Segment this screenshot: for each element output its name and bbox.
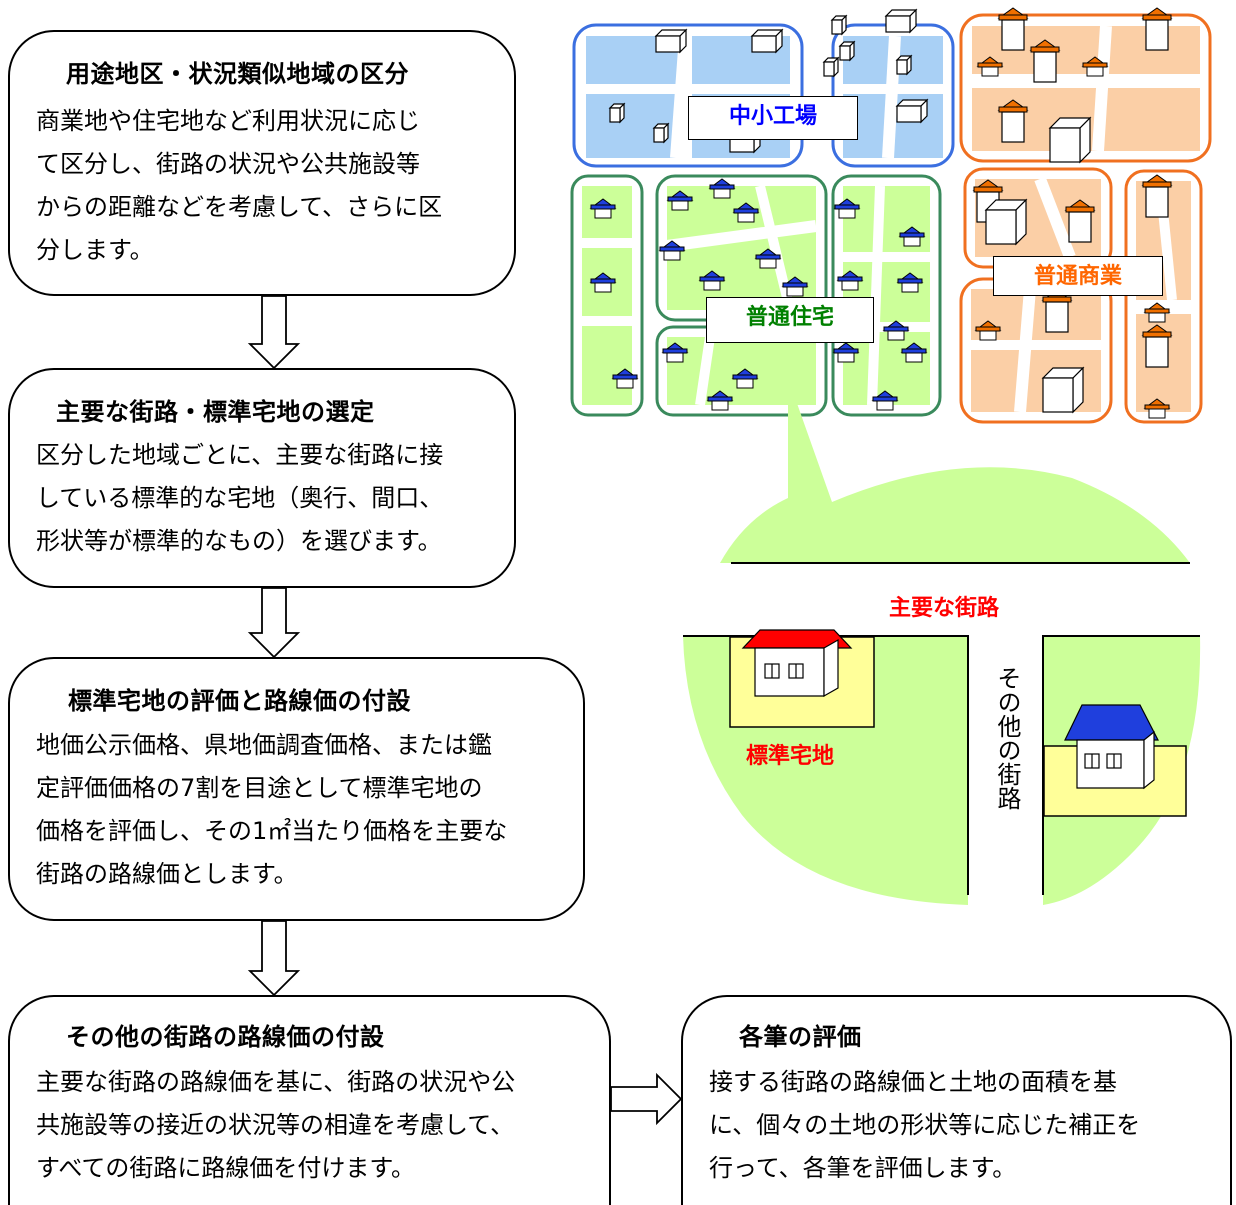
zone-label-industrial: 中小工場 <box>688 96 858 140</box>
other-street-label: その他の街路 <box>993 666 1021 810</box>
step-3-text: 地価公示価格、県地価調査価格、または鑑 定評価価格の7割を目途として標準宅地の … <box>36 731 508 888</box>
standard-lot-house <box>741 629 853 698</box>
step-5-text: 接する街路の路線価と土地の面積を基 に、個々の土地の形状等に応じた補正を 行って… <box>709 1068 1141 1182</box>
step-5-title: 各筆の評価 <box>739 1023 862 1051</box>
step-box-5: 各筆の評価 接する街路の路線価と土地の面積を基 に、個々の土地の形状等に応じた補… <box>681 995 1232 1205</box>
down-arrow-3 <box>247 920 301 997</box>
residential-zone <box>570 174 942 417</box>
zone-label-commercial: 普通商業 <box>993 256 1163 296</box>
step-box-4: その他の街路の路線価の付設 主要な街路の路線価を基に、街路の状況や公 共施設等の… <box>8 995 611 1205</box>
step-4-title: その他の街路の路線価の付設 <box>66 1023 385 1051</box>
commercial-zone <box>959 7 1212 424</box>
step-3-title: 標準宅地の評価と路線価の付設 <box>68 687 411 715</box>
callout-pointer <box>720 378 1190 563</box>
step-box-2: 主要な街路・標準宅地の選定 区分した地域ごとに、主要な街路に接 している標準的な… <box>8 368 516 588</box>
step-box-1: 用途地区・状況類似地域の区分 商業地や住宅地など利用状況に応じ て区分し、街路の… <box>8 30 516 296</box>
step-2-text: 区分した地域ごとに、主要な街路に接 している標準的な宅地（奥行、間口、 形状等が… <box>36 441 444 555</box>
other-lot-house <box>1064 704 1159 790</box>
right-arrow <box>610 1072 683 1126</box>
down-arrow-1 <box>247 295 301 370</box>
standard-lot-label: 標準宅地 <box>746 744 835 769</box>
step-1-title: 用途地区・状況類似地域の区分 <box>66 60 409 88</box>
step-2-title: 主要な街路・標準宅地の選定 <box>56 398 375 426</box>
step-1-text: 商業地や住宅地など利用状況に応じ て区分し、街路の状況や公共施設等 からの距離な… <box>36 107 443 264</box>
main-street-label: 主要な街路 <box>889 596 1000 621</box>
zone-label-residential: 普通住宅 <box>706 297 874 343</box>
down-arrow-2 <box>247 587 301 659</box>
step-box-3: 標準宅地の評価と路線価の付設 地価公示価格、県地価調査価格、または鑑 定評価価格… <box>8 657 585 921</box>
step-4-text: 主要な街路の路線価を基に、街路の状況や公 共施設等の接近の状況等の相違を考慮して… <box>36 1068 516 1182</box>
